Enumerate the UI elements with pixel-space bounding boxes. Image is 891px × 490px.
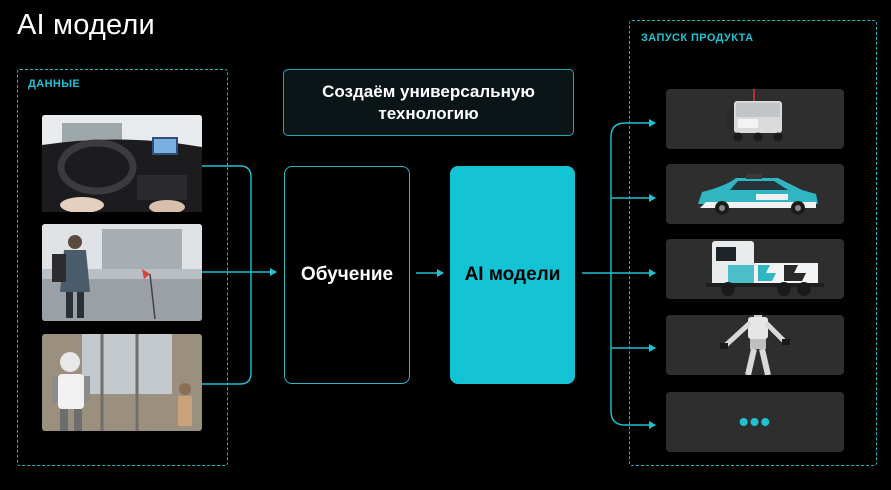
more-icon: ••• [738,406,772,437]
connector-right-bracket [610,122,626,426]
page-title: AI модели [17,9,155,41]
car-interior-photo [42,115,202,212]
ai-models-box: AI модели [450,166,575,384]
more-products-card: ••• [666,392,844,452]
data-section-frame [17,69,228,466]
delivery-robot-card [666,89,844,149]
data-section-label: ДАННЫЕ [28,78,81,90]
pedestrian-street-photo [42,224,202,321]
training-box: Обучение [284,166,410,384]
robotaxi-card [666,164,844,224]
autonomous-truck-image [706,241,824,296]
launch-section-frame [629,20,877,466]
robotaxi-image [698,174,818,215]
launch-section-label: ЗАПУСК ПРОДУКТА [641,32,754,44]
humanoid-robot-image [720,315,790,375]
humanoid-card [666,315,844,375]
delivery-robot-image [726,89,783,142]
humanoid-robot-photo [42,334,202,431]
truck-card [666,239,844,299]
technology-box: Создаём универсальную технологию [283,69,574,136]
